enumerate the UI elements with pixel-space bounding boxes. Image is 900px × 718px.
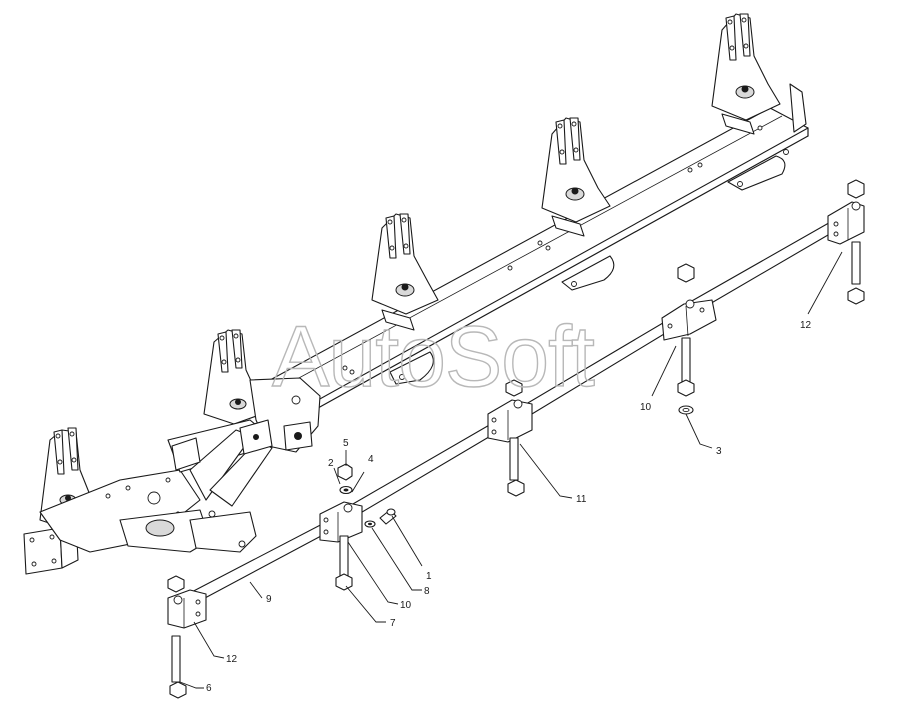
- watermark: AutoSoft: [272, 309, 595, 405]
- hitch-frame: [23, 377, 321, 575]
- callout-labels: 1 2 3 4 5 6 7 8 9 10 10 11 12 12: [206, 320, 812, 694]
- callout-3: 3: [716, 446, 722, 457]
- tine-bracket-3: [371, 213, 439, 331]
- callout-7: 7: [390, 618, 396, 629]
- callout-2: 2: [328, 458, 334, 469]
- callout-11: 11: [576, 494, 587, 505]
- callout-12a: 12: [226, 654, 238, 665]
- hinge-clamp-1: [167, 589, 207, 629]
- leader-lines: [179, 251, 843, 689]
- hinge-clamp-4: [661, 299, 717, 341]
- callout-5: 5: [343, 438, 349, 449]
- fasteners: [167, 179, 865, 699]
- tine-bracket-4: [541, 117, 611, 237]
- callout-9: 9: [266, 594, 272, 605]
- callout-8: 8: [424, 586, 430, 597]
- callout-10a: 10: [400, 600, 412, 611]
- beam-hanger-plates: [389, 149, 789, 385]
- callout-6: 6: [206, 683, 212, 694]
- callout-10b: 10: [640, 402, 652, 413]
- callout-4: 4: [368, 454, 374, 465]
- tine-bracket-2: [203, 329, 263, 425]
- pins: [171, 241, 861, 683]
- hinge-clamp-2: [319, 501, 363, 543]
- linkage-bar-lower: [183, 219, 841, 607]
- hinge-clamp-5: [827, 201, 865, 245]
- callout-12b: 12: [800, 320, 812, 331]
- hinge-clamp-3: [487, 399, 533, 443]
- callout-1: 1: [426, 571, 432, 582]
- tine-bracket-5: [711, 13, 807, 135]
